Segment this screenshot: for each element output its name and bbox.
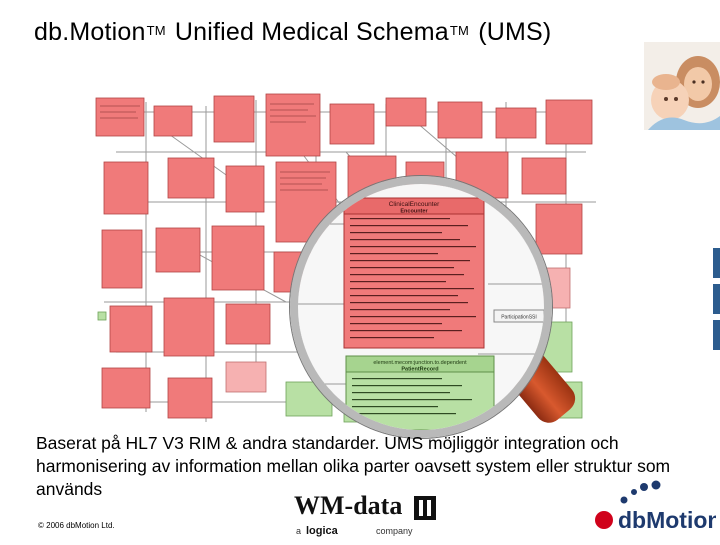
wm-data-logo: WM-data a logica company: [292, 488, 442, 540]
lens-participation-label: ParticipationSSI: [501, 315, 537, 321]
lens-green-class-subtitle: PatientRecord: [401, 367, 438, 373]
slide-body-text: Baserat på HL7 V3 RIM & andra standarder…: [36, 433, 671, 499]
dbmotion-wordmark: dbMotion: [618, 507, 716, 533]
slide-title: db.MotionTM Unified Medical SchemaTM (UM…: [34, 18, 594, 58]
wm-data-company: company: [376, 526, 413, 536]
magnifier-lens: ClinicalEncounter Encounter Participatio…: [290, 176, 552, 438]
logica-wordmark: logica: [306, 525, 339, 537]
wm-data-wordmark: WM-data: [294, 491, 402, 520]
trademark-symbol: TM: [449, 23, 470, 38]
title-schema: Unified Medical Schema: [167, 18, 449, 46]
wm-data-a: a: [296, 526, 301, 536]
lens-class-title: ClinicalEncounter: [389, 201, 440, 208]
lens-green-class-title: element.mecom:junction.to.dependent: [373, 360, 467, 366]
side-tab-decoration: [713, 284, 720, 314]
dbmotion-logo: dbMotion: [586, 480, 720, 536]
side-tab-decoration: [713, 136, 720, 170]
side-tab-decoration: [713, 320, 720, 350]
lens-class-subtitle: Encounter: [400, 209, 428, 215]
title-brand: db.Motion: [34, 18, 146, 46]
copyright-notice: © 2006 dbMotion Ltd.: [38, 521, 115, 530]
mother-baby-photo: [644, 42, 720, 130]
side-tab-decoration: [713, 248, 720, 278]
trademark-symbol: TM: [146, 23, 166, 38]
title-ums: (UMS): [471, 18, 552, 46]
